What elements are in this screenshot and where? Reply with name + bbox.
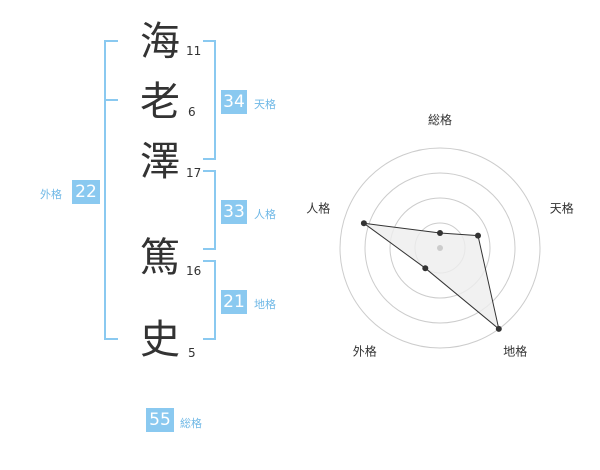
radar-axis-label-2: 天格 — [550, 200, 574, 215]
radar-point-5 — [360, 220, 367, 227]
radar-grid-ring-3 — [364, 172, 516, 324]
radar-axis-label-3: 地格 — [503, 344, 527, 359]
gaikaku-bracket-mid — [104, 99, 118, 101]
chikaku-bracket — [214, 260, 216, 340]
tenkaku-badge: 34 — [221, 90, 247, 114]
chikaku-bracket-top — [203, 260, 216, 262]
name-char-3: 澤 — [140, 139, 180, 185]
radar-area — [363, 222, 500, 331]
tenkaku-label: 天格 — [254, 98, 276, 111]
radar-axis-label-5: 人格 — [306, 200, 330, 215]
gaikaku-bracket-bottom — [104, 338, 118, 340]
radar-center-point — [437, 245, 443, 251]
gaikaku-bracket — [104, 40, 106, 340]
stroke-count-5: 5 — [188, 346, 196, 360]
stroke-count-3: 17 — [186, 166, 202, 180]
name-char-1: 海 — [140, 19, 180, 65]
chikaku-label: 地格 — [254, 298, 276, 311]
gaikaku-label: 外格 — [40, 188, 62, 201]
jinkaku-label: 人格 — [254, 208, 276, 221]
soukaku-label: 総格 — [180, 417, 202, 430]
stroke-count-2: 6 — [188, 105, 196, 119]
gaikaku-badge: 22 — [72, 180, 100, 204]
tenkaku-bracket — [214, 40, 216, 160]
tenkaku-bracket-top — [203, 40, 216, 42]
tenkaku-bracket-bottom — [203, 158, 216, 160]
radar-axis-label-4: 外格 — [353, 344, 377, 359]
jinkaku-badge: 33 — [221, 200, 247, 224]
stroke-count-4: 16 — [186, 264, 202, 278]
radar-point-1 — [437, 230, 443, 236]
radar-point-2 — [475, 232, 481, 239]
name-char-5: 史 — [140, 317, 180, 363]
chikaku-badge: 21 — [221, 290, 247, 314]
radar-point-4 — [422, 265, 429, 272]
radar-grid-ring-2 — [389, 197, 491, 299]
name-char-2: 老 — [140, 79, 180, 125]
gaikaku-bracket-top — [104, 40, 118, 42]
jinkaku-bracket-top — [203, 170, 216, 172]
radar-grid-ring-4 — [339, 147, 541, 349]
jinkaku-bracket-bottom — [203, 248, 216, 250]
radar-axis-label-1: 総格 — [428, 112, 452, 127]
stroke-count-1: 11 — [186, 44, 202, 58]
name-char-4: 篤 — [140, 235, 180, 281]
chikaku-bracket-bottom — [203, 338, 216, 340]
jinkaku-bracket — [214, 170, 216, 250]
soukaku-badge: 55 — [146, 408, 174, 432]
radar-point-3 — [495, 325, 502, 332]
